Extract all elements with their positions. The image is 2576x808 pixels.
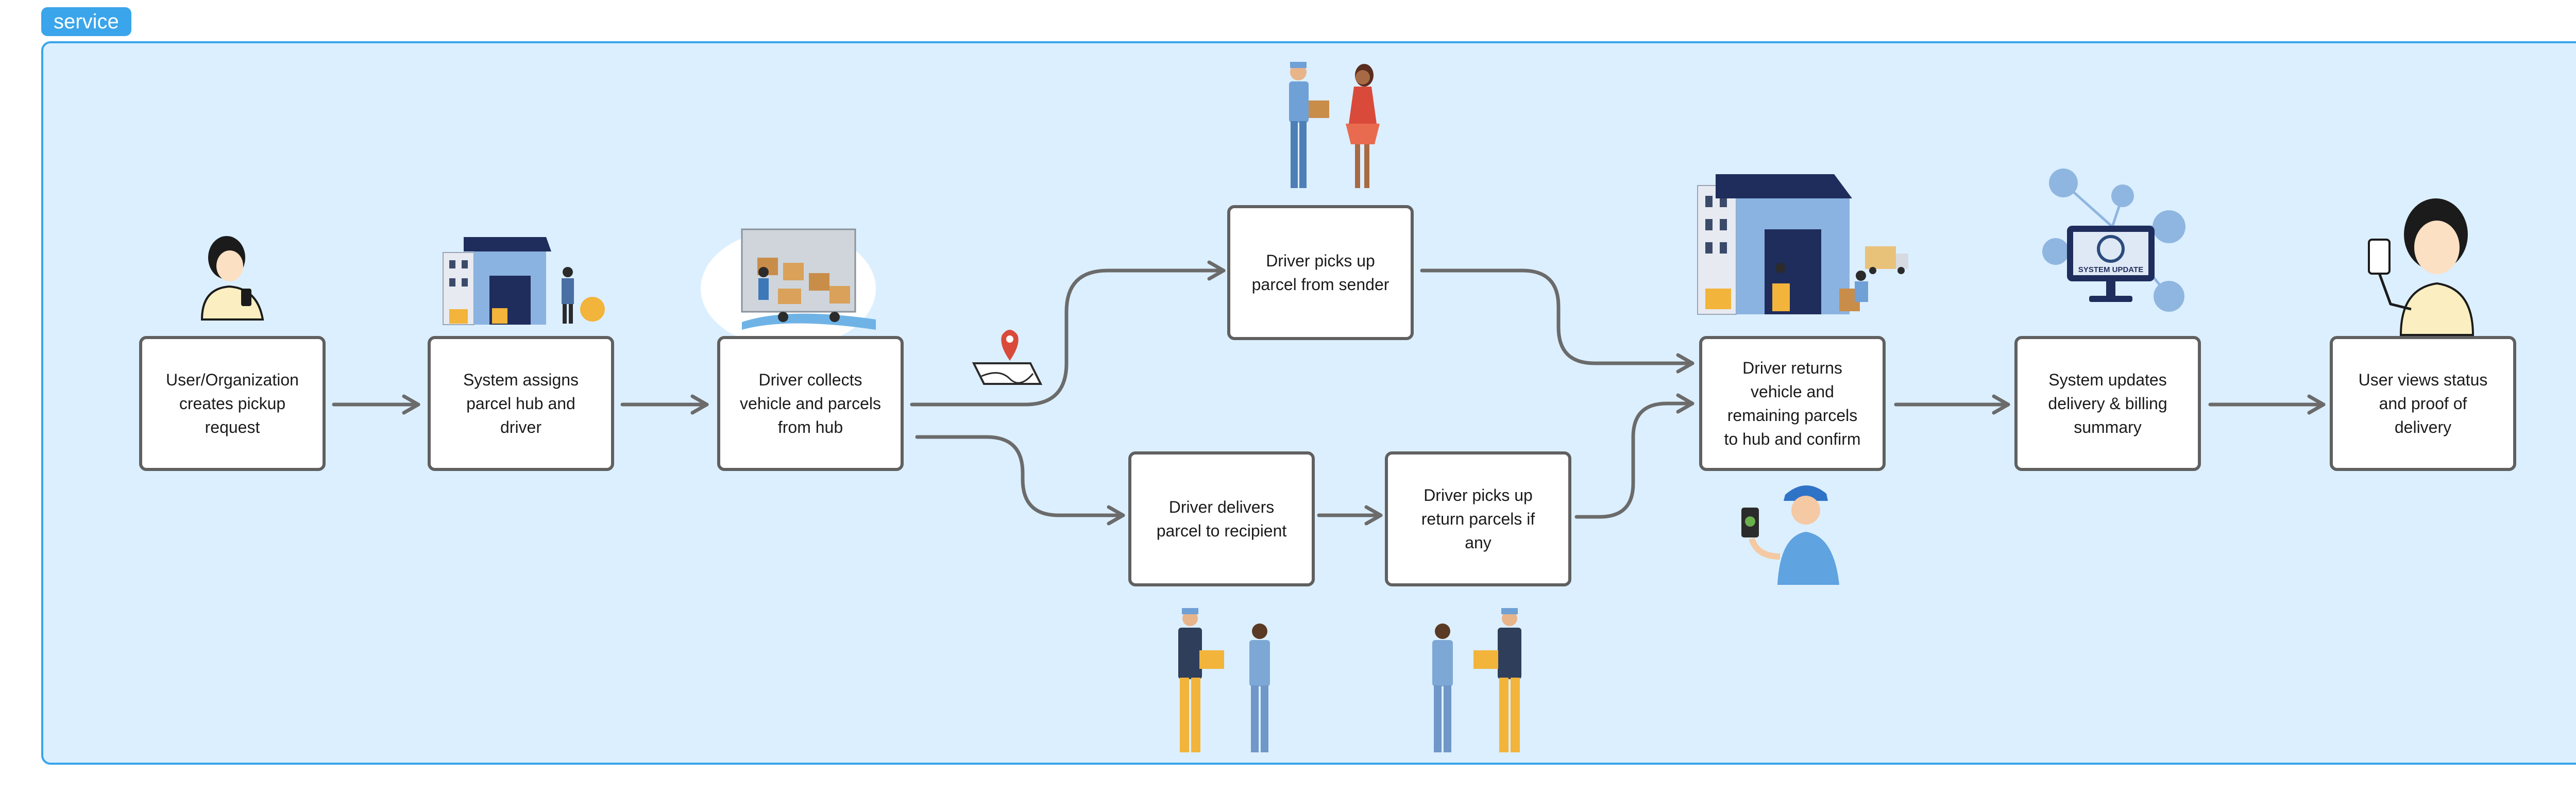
node-user-views-status: User views status and proof of delivery: [2330, 336, 2516, 471]
edge-collect-to-pickup-sender: [910, 260, 1226, 407]
edge-pickup-sender-to-return-hub: [1420, 268, 1694, 374]
edge-collect-to-deliver: [915, 435, 1125, 526]
node-system-update-summary: System updates delivery & billing summar…: [2014, 336, 2201, 471]
node-label: Driver picks up parcel from sender: [1251, 251, 1389, 294]
warehouse-icon: [443, 237, 605, 325]
node-label: System updates delivery & billing summar…: [2048, 371, 2167, 436]
node-return-to-hub: Driver returns vehicle and remaining par…: [1699, 336, 1886, 471]
node-assign-hub-driver: System assigns parcel hub and driver: [428, 336, 614, 471]
location-pin-icon: [972, 330, 1043, 385]
container-label: service: [41, 7, 131, 36]
node-label: Driver picks up return parcels if any: [1421, 486, 1535, 552]
courier-with-phone-icon: [1741, 485, 1839, 585]
node-label: Driver collects vehicle and parcels from…: [740, 371, 881, 436]
node-pickup-return-parcels: Driver picks up return parcels if any: [1385, 451, 1571, 586]
node-label: Driver delivers parcel to recipient: [1156, 498, 1287, 540]
node-pickup-from-sender: Driver picks up parcel from sender: [1227, 205, 1414, 340]
node-label: User views status and proof of delivery: [2358, 371, 2488, 436]
edge-pickup-return-to-return-hub: [1574, 393, 1694, 519]
courier-handoff-icon: [1289, 62, 1380, 188]
user-checking-phone-icon: [2368, 198, 2475, 336]
node-collect-vehicle: Driver collects vehicle and parcels from…: [717, 336, 904, 471]
hub-warehouse-icon: [1697, 174, 1908, 315]
monitor-label: SYSTEM UPDATE: [2078, 265, 2143, 274]
system-update-icon: SYSTEM UPDATE: [2042, 169, 2185, 312]
node-label: System assigns parcel hub and driver: [463, 371, 579, 436]
node-create-pickup-request: User/Organization creates pickup request: [139, 336, 326, 471]
node-deliver-to-recipient: Driver delivers parcel to recipient: [1128, 451, 1315, 586]
return-handover-icon: [1432, 608, 1521, 752]
node-label: Driver returns vehicle and remaining par…: [1724, 359, 1861, 448]
delivery-handover-icon: [1178, 608, 1270, 752]
user-with-phone-icon: [200, 236, 264, 321]
delivery-truck-icon: [701, 228, 876, 348]
node-label: User/Organization creates pickup request: [166, 371, 299, 436]
